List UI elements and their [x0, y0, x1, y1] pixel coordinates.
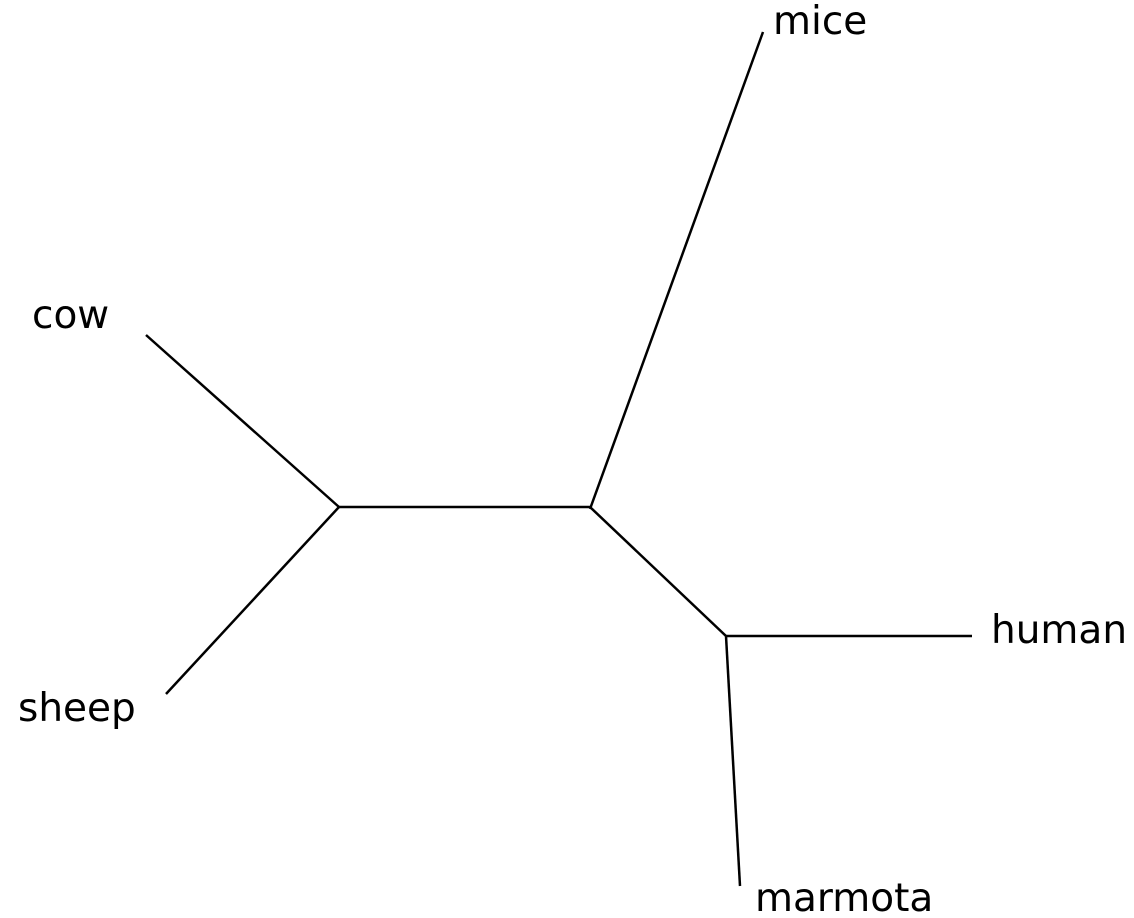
branch-mice: [588, 31, 765, 510]
leaf-label-sheep: sheep: [18, 686, 136, 731]
leaf-label-marmota: marmota: [755, 876, 933, 918]
leaf-label-human: human: [991, 608, 1127, 653]
branch-marmota: [724, 635, 742, 887]
branch-cow: [145, 334, 340, 508]
leaf-label-cow: cow: [32, 293, 109, 338]
branch-sheep: [165, 506, 340, 695]
leaf-label-mice: mice: [773, 0, 867, 44]
branch-internal-right: [589, 506, 727, 637]
